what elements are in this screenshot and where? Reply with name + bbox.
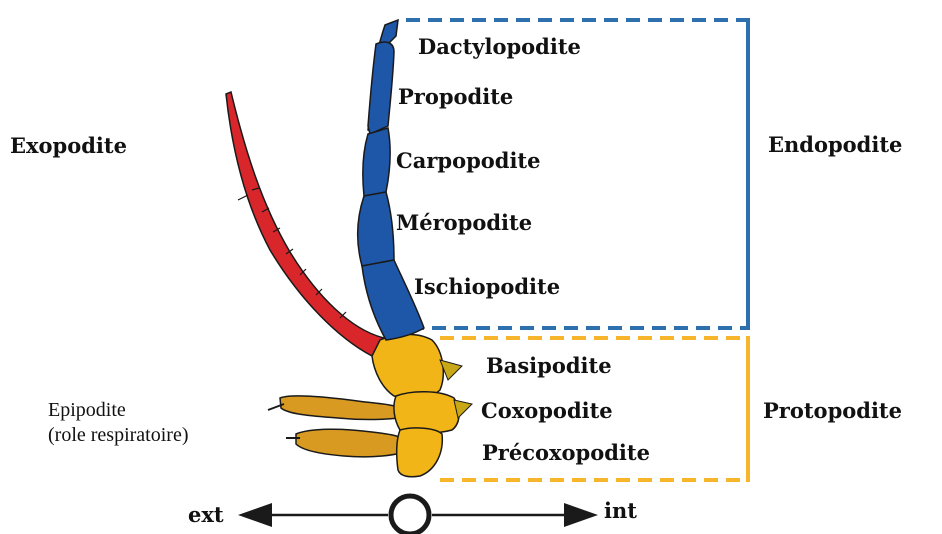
- label-precoxopodite: Précoxopodite: [482, 440, 650, 465]
- label-coxopodite: Coxopodite: [481, 398, 613, 423]
- label-propodite: Propodite: [398, 84, 513, 109]
- label-carpopodite: Carpopodite: [396, 148, 541, 173]
- ischiopodite-segment: [362, 260, 424, 340]
- label-epipodite: Epipodite: [48, 399, 126, 422]
- axis-origin-circle: [391, 496, 429, 534]
- label-ischiopodite: Ischiopodite: [414, 274, 560, 299]
- arrow-left-icon: [238, 503, 272, 527]
- basipodite-segment: [372, 334, 443, 398]
- arrow-right-icon: [564, 503, 598, 527]
- epipodite-upper: [280, 396, 402, 420]
- label-int: int: [604, 498, 637, 523]
- label-basipodite: Basipodite: [486, 353, 612, 378]
- label-endopodite: Endopodite: [768, 132, 902, 157]
- label-exopodite: Exopodite: [10, 133, 127, 158]
- meropodite-segment: [358, 192, 394, 266]
- precoxopodite-segment: [397, 428, 443, 477]
- label-ext: ext: [188, 502, 224, 527]
- carpopodite-segment: [363, 128, 390, 196]
- label-meropodite: Méropodite: [396, 210, 532, 235]
- propodite-segment: [368, 42, 394, 134]
- coxopodite-segment: [394, 392, 459, 433]
- epipodite-lower: [296, 429, 408, 457]
- label-protopodite: Protopodite: [763, 398, 902, 423]
- label-dactylopodite: Dactylopodite: [418, 34, 581, 59]
- label-epipodite-role: (role respiratoire): [48, 424, 188, 447]
- orientation-axis: [238, 496, 598, 534]
